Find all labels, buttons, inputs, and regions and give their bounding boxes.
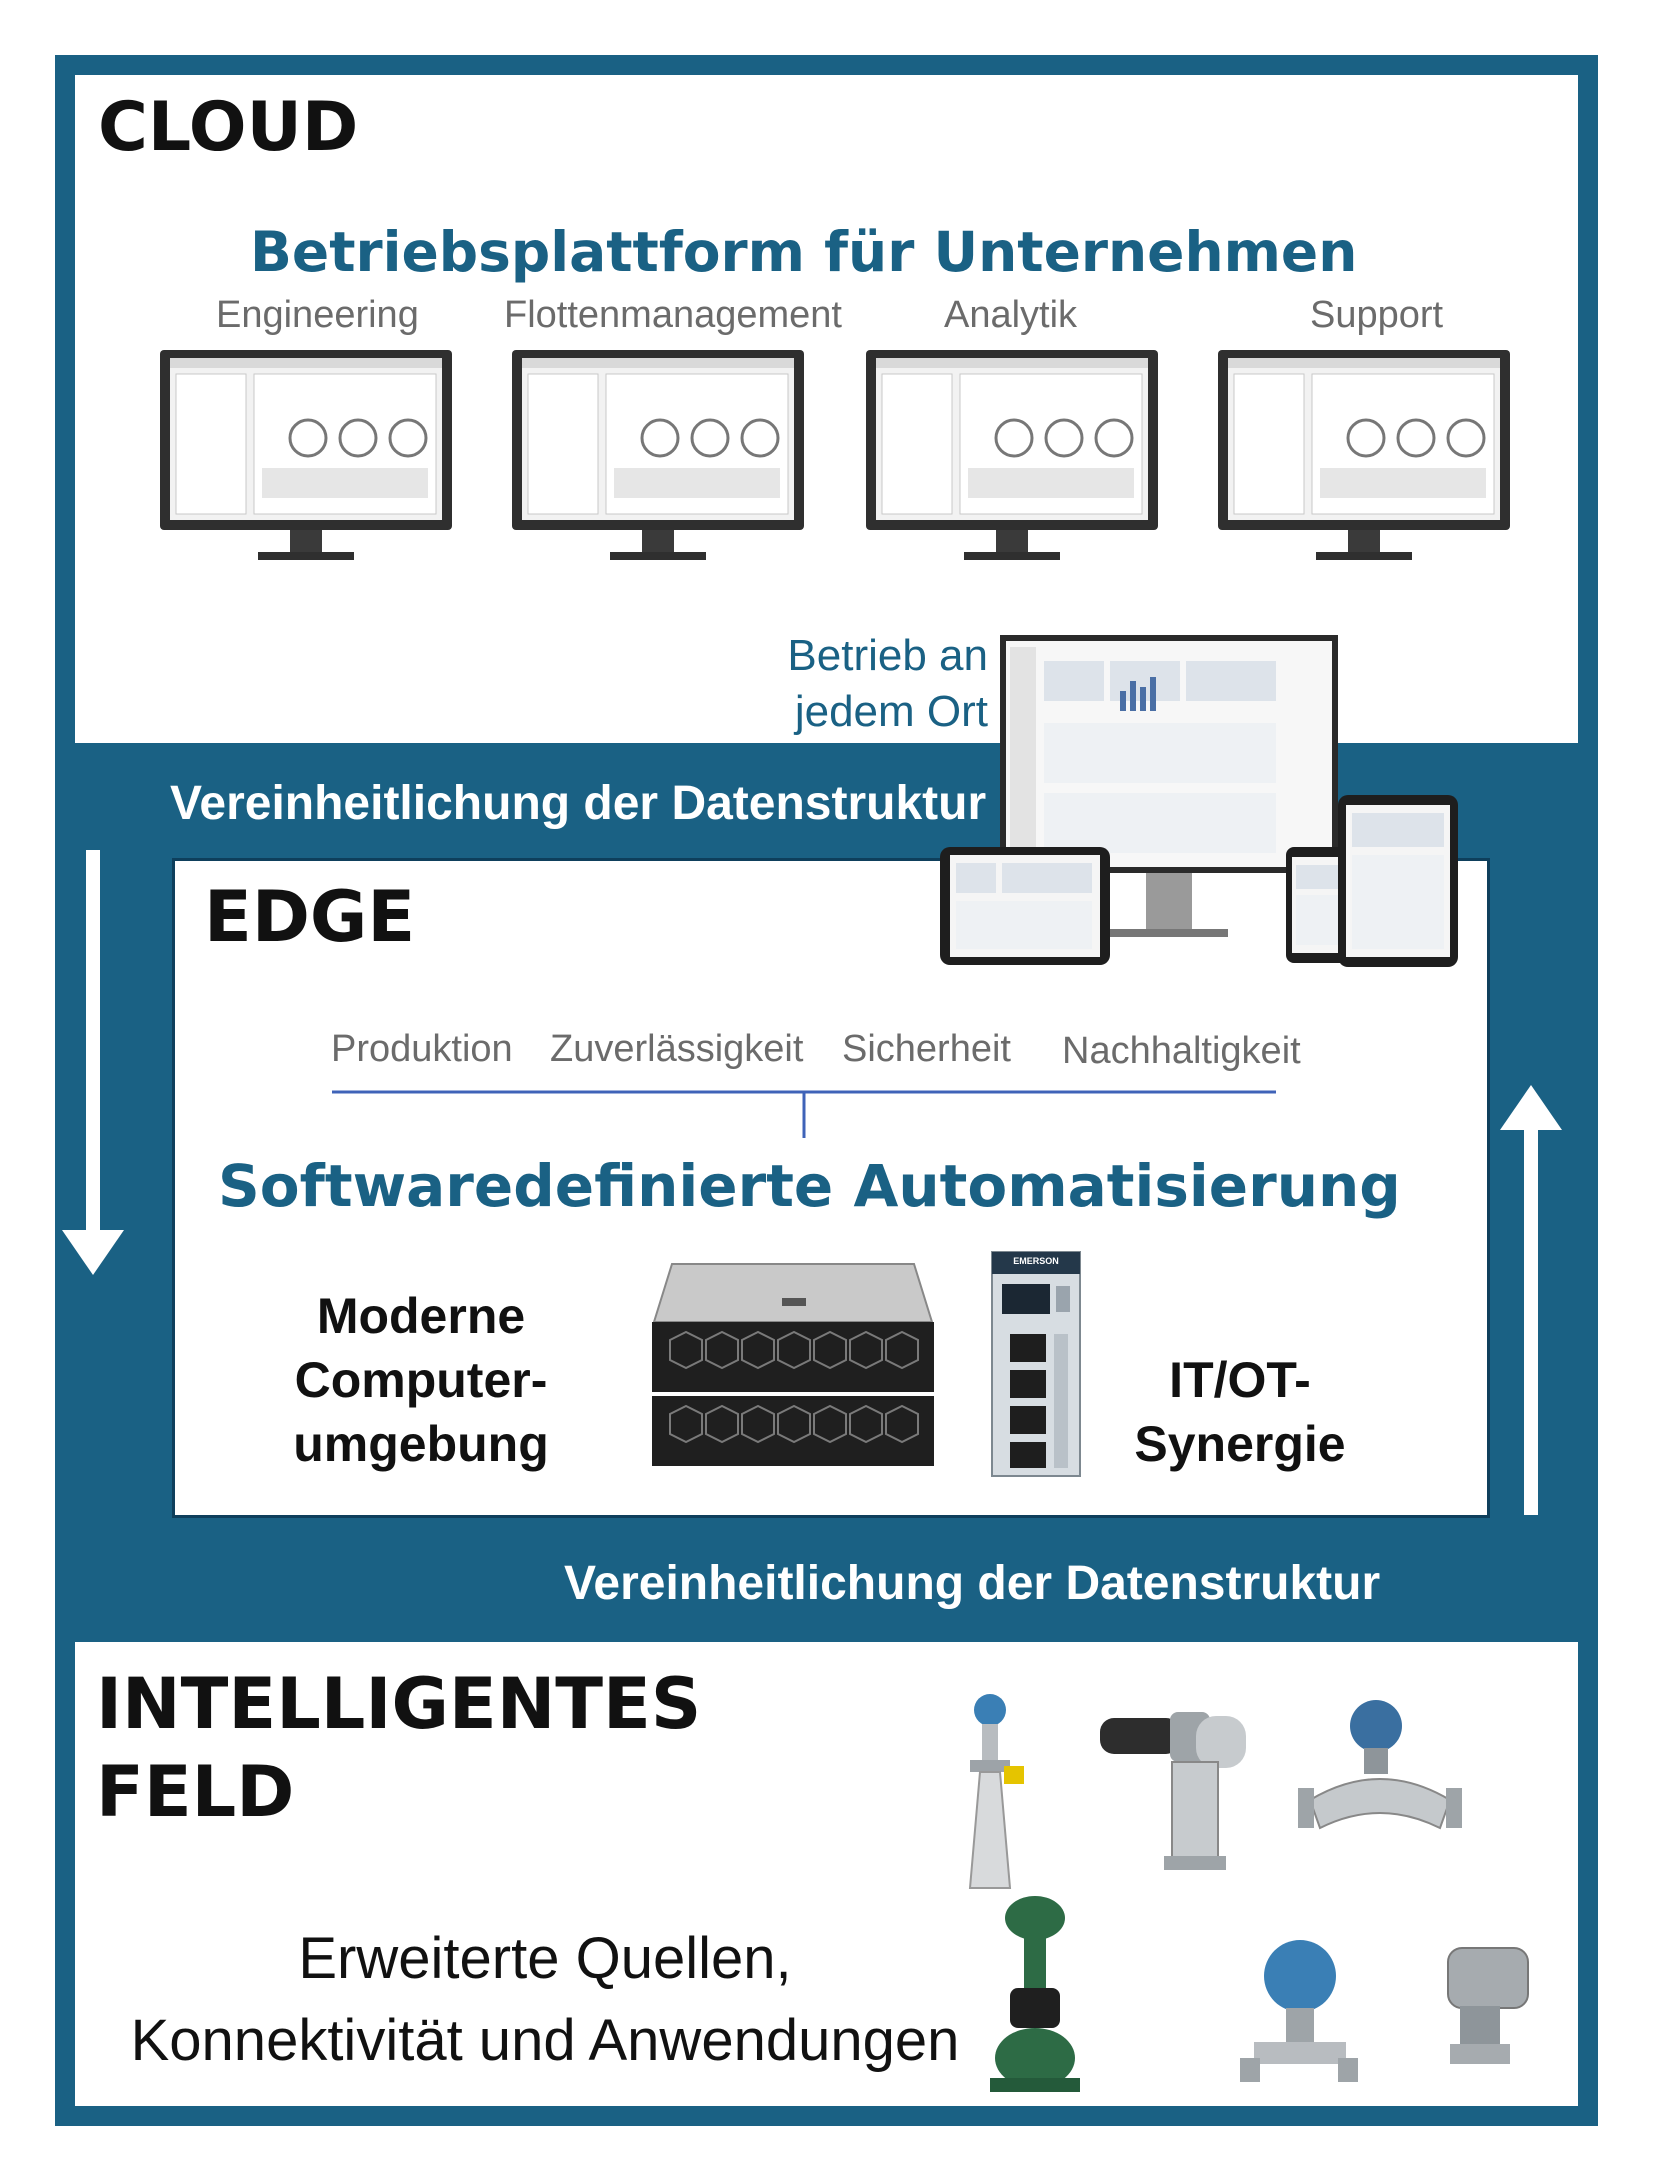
category-production: Produktion [331, 1028, 513, 1070]
stainless-meter-icon [1100, 1712, 1246, 1870]
controller-icon [991, 1251, 1081, 1477]
devices-icon [940, 635, 1458, 967]
module-label-fleet: Flottenmanagement [504, 294, 842, 336]
monitor-icon [160, 350, 452, 560]
up-arrow-icon [1500, 1085, 1562, 1515]
itot-line-2: Synergie [1134, 1416, 1346, 1472]
monitor-fleet [510, 348, 806, 562]
edge-title: Softwaredefinierte Automatisierung [218, 1152, 1401, 1220]
field-heading-line-1: INTELLIGENTES [96, 1663, 702, 1745]
modern-compute-line-2: Computer- [294, 1352, 548, 1408]
control-valve-icon [990, 1896, 1080, 2092]
controller-brand: EMERSON [1013, 1256, 1059, 1266]
monitor-engineering [158, 348, 454, 562]
field-heading: INTELLIGENTES FELD [96, 1660, 701, 1836]
coriolis-flowmeter-icon [1298, 1700, 1462, 1830]
gas-detector-icon [1447, 1947, 1529, 2064]
module-label-support: Support [1310, 294, 1444, 336]
modern-compute-label: Moderne Computer- umgebung [236, 1284, 606, 1476]
category-safety: Sicherheit [842, 1028, 1011, 1070]
category-reliability: Zuverlässigkeit [550, 1028, 804, 1070]
modern-compute-line-1: Moderne [316, 1288, 526, 1344]
category-sustainability: Nachhaltigkeit [1062, 1030, 1301, 1072]
field-heading-line-2: FELD [96, 1751, 295, 1833]
anywhere-line-1: Betrieb an [787, 631, 988, 680]
monitor-icon [1218, 350, 1510, 560]
modern-compute-line-3: umgebung [293, 1416, 549, 1472]
monitor-icon [866, 350, 1158, 560]
field-devices-icon [968, 1694, 1529, 2092]
field-description-line-2: Konnektivität und Anwendungen [130, 2008, 960, 2074]
pressure-transmitter-icon [1240, 1940, 1358, 2082]
itot-synergy-label: IT/OT- Synergie [1100, 1348, 1380, 1476]
down-arrow-icon [62, 850, 124, 1275]
cloud-heading: CLOUD [98, 88, 359, 167]
band-bottom-label: Vereinheitlichung der Datenstruktur [564, 1557, 1381, 1610]
monitor-icon [512, 350, 804, 560]
field-description: Erweiterte Quellen, Konnektivität und An… [80, 1918, 1010, 2083]
module-label-analytics: Analytik [944, 294, 1078, 336]
field-panel [75, 1642, 1578, 2106]
edge-heading: EDGE [204, 876, 416, 958]
edge-controller: EMERSON [986, 1250, 1086, 1478]
band-top-label: Vereinheitlichung der Datenstruktur [170, 777, 987, 830]
anywhere-label: Betrieb an jedem Ort [720, 628, 988, 740]
category-connector [332, 1090, 1276, 1138]
radar-level-transmitter-icon [968, 1694, 1024, 1889]
cloud-title: Betriebsplattform für Unternehmen [250, 220, 1358, 284]
monitor-analytics [864, 348, 1160, 562]
module-label-engineering: Engineering [216, 294, 419, 336]
itot-line-1: IT/OT- [1169, 1352, 1311, 1408]
monitor-support [1216, 348, 1512, 562]
field-description-line-1: Erweiterte Quellen, [298, 1926, 792, 1991]
anywhere-line-2: jedem Ort [794, 687, 988, 736]
server-icon [652, 1263, 934, 1466]
